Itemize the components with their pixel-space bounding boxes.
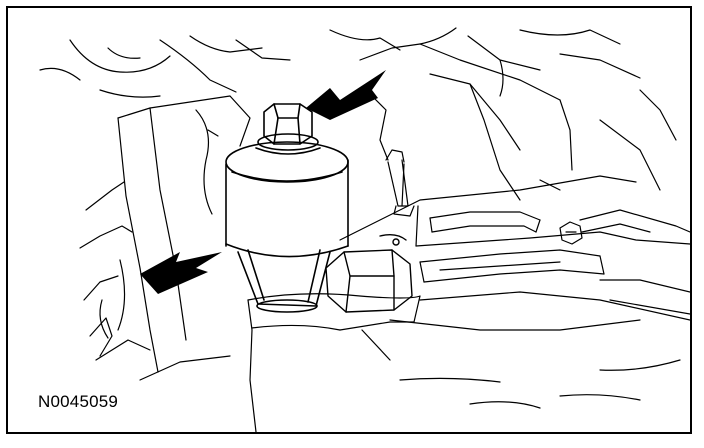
callout-arrow-icon — [306, 70, 386, 120]
figure-reference-code: N0045059 — [38, 392, 119, 411]
hex-nut — [325, 233, 413, 313]
special-tool — [225, 103, 349, 313]
background-components — [39, 27, 690, 409]
engine-casting — [247, 293, 421, 432]
callout-arrow-icon — [140, 252, 222, 294]
figure-frame — [6, 6, 692, 434]
